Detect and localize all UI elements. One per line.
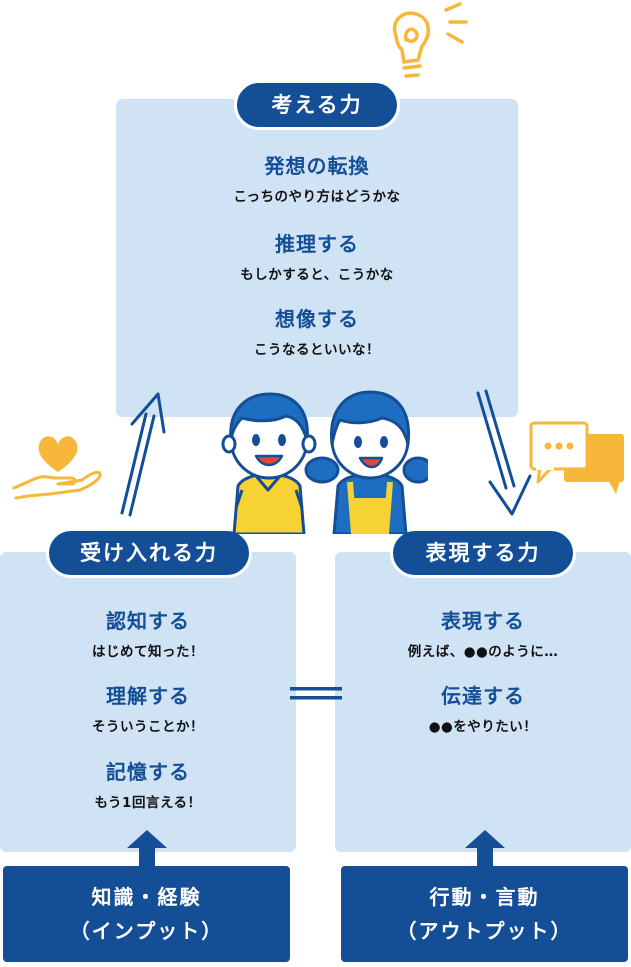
express-item-1-sub: 例えば、●●のように… — [407, 644, 559, 660]
think-item-3-sub: こうなるといいな！ — [254, 342, 380, 358]
think-panel — [116, 99, 518, 417]
think-item-3-title: 想像する — [275, 307, 359, 331]
receive-panel — [0, 552, 296, 852]
input-box: 知識・経験 （インプット） — [3, 866, 290, 962]
receive-title: 受け入れる力 — [46, 528, 252, 578]
receive-item-1-title: 認知する — [106, 609, 190, 633]
down-flow-arrow-icon — [476, 389, 532, 516]
output-line2: （アウトプット） — [396, 919, 573, 943]
input-line2: （インプット） — [69, 919, 224, 943]
receive-item-2-sub: そういうことか！ — [92, 719, 204, 735]
output-box: 行動・言動 （アウトプット） — [341, 866, 628, 962]
receive-item-1-sub: はじめて知った！ — [92, 644, 204, 660]
think-title: 考える力 — [234, 80, 400, 130]
express-item-2-sub: ●●をやりたい！ — [428, 719, 538, 735]
equal-sign-icon — [290, 687, 342, 700]
think-item-2: 推理する もしかすると、こうかな — [116, 228, 518, 283]
lightbulb-icon — [392, 2, 468, 78]
up-flow-arrow-icon — [120, 392, 166, 517]
express-item-1-title: 表現する — [441, 609, 525, 633]
receive-item-2-title: 理解する — [106, 684, 190, 708]
speech-bubbles-icon — [529, 421, 624, 494]
receive-item-3: 記憶する もう1回言える！ — [0, 756, 296, 811]
receive-item-2: 理解する そういうことか！ — [0, 680, 296, 735]
express-panel — [335, 552, 631, 852]
output-up-arrow-icon — [465, 830, 505, 868]
receive-item-3-title: 記憶する — [106, 760, 190, 784]
children-illustration — [221, 390, 428, 534]
input-line1: 知識・経験 — [91, 885, 202, 909]
express-item-2: 伝達する ●●をやりたい！ — [335, 680, 631, 735]
express-title: 表現する力 — [390, 528, 576, 578]
think-item-3: 想像する こうなるといいな！ — [116, 303, 518, 358]
heart-in-hand-icon — [12, 436, 102, 500]
think-item-1: 発想の転換 こっちのやり方はどうかな — [116, 150, 518, 205]
input-up-arrow-icon — [127, 830, 167, 868]
think-item-1-title: 発想の転換 — [264, 154, 370, 178]
think-item-1-sub: こっちのやり方はどうかな — [233, 189, 401, 205]
think-item-2-sub: もしかすると、こうかな — [240, 267, 394, 283]
express-item-1: 表現する 例えば、●●のように… — [335, 605, 631, 660]
receive-item-1: 認知する はじめて知った！ — [0, 605, 296, 660]
output-line1: 行動・言動 — [429, 885, 540, 909]
express-item-2-title: 伝達する — [441, 684, 525, 708]
think-item-2-title: 推理する — [275, 232, 359, 256]
receive-item-3-sub: もう1回言える！ — [94, 795, 202, 811]
